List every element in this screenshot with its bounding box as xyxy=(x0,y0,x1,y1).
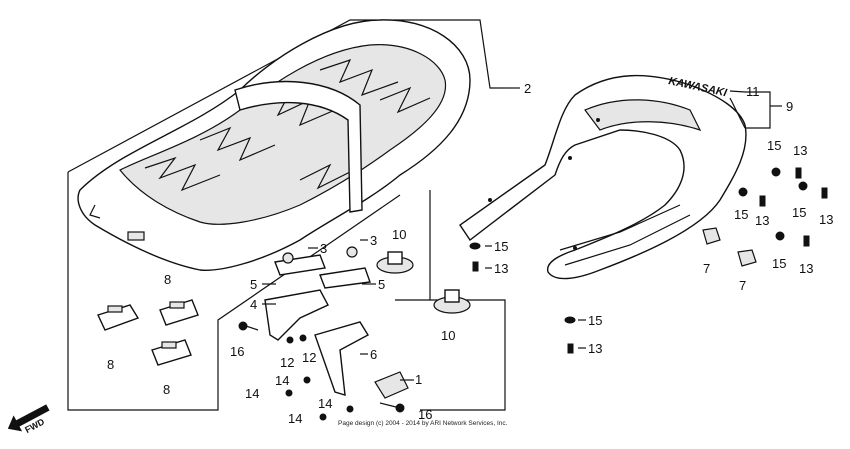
copyright-notice: Page design (c) 2004 - 2014 by ARI Netwo… xyxy=(338,420,508,427)
cowl-group-bracket xyxy=(745,91,782,129)
leader-lines xyxy=(262,90,746,381)
tail-cowl: KAWASAKI xyxy=(459,74,747,280)
callout-6: 6 xyxy=(370,347,377,362)
callout-14c: 14 xyxy=(318,396,332,411)
callout-8b: 8 xyxy=(107,357,114,372)
callout-14b: 14 xyxy=(275,373,289,388)
callout-13f: 13 xyxy=(588,341,602,356)
callout-16a: 16 xyxy=(230,344,244,359)
seat-assembly xyxy=(77,19,471,271)
fasteners xyxy=(238,167,828,421)
callout-16b: 16 xyxy=(418,407,432,422)
callout-13a: 13 xyxy=(793,143,807,158)
callout-15a: 15 xyxy=(767,138,781,153)
callout-15e: 15 xyxy=(494,239,508,254)
callout-3b: 3 xyxy=(370,233,377,248)
callout-labels: 1 2 3 3 4 5 5 6 7 7 8 8 8 9 10 10 11 12 … xyxy=(107,81,833,426)
fwd-arrow-icon: FWD xyxy=(7,404,50,435)
callout-13e: 13 xyxy=(494,261,508,276)
callout-15c: 15 xyxy=(792,205,806,220)
callout-5b: 5 xyxy=(378,277,385,292)
callout-4: 4 xyxy=(250,297,257,312)
callout-13d: 13 xyxy=(799,261,813,276)
callout-14d: 14 xyxy=(288,411,302,426)
callout-10a: 10 xyxy=(392,227,406,242)
callout-9: 9 xyxy=(786,99,793,114)
callout-15b: 15 xyxy=(734,207,748,222)
seat-damper-pads xyxy=(97,299,199,366)
seat-hinge-parts xyxy=(264,246,471,399)
callout-15f: 15 xyxy=(588,313,602,328)
callout-1: 1 xyxy=(415,372,422,387)
callout-8a: 8 xyxy=(164,272,171,287)
callout-10b: 10 xyxy=(441,328,455,343)
callout-15d: 15 xyxy=(772,256,786,271)
callout-14a: 14 xyxy=(245,386,259,401)
callout-2: 2 xyxy=(524,81,531,96)
seat-group-bracket xyxy=(67,19,520,411)
callout-12b: 12 xyxy=(302,350,316,365)
callout-13c: 13 xyxy=(819,212,833,227)
callout-12a: 12 xyxy=(280,355,294,370)
callout-5a: 5 xyxy=(250,277,257,292)
callout-7b: 7 xyxy=(739,278,746,293)
callout-3a: 3 xyxy=(320,241,327,256)
callout-13b: 13 xyxy=(755,213,769,228)
callout-8c: 8 xyxy=(163,382,170,397)
callout-11: 11 xyxy=(746,84,760,99)
callout-7a: 7 xyxy=(703,261,710,276)
